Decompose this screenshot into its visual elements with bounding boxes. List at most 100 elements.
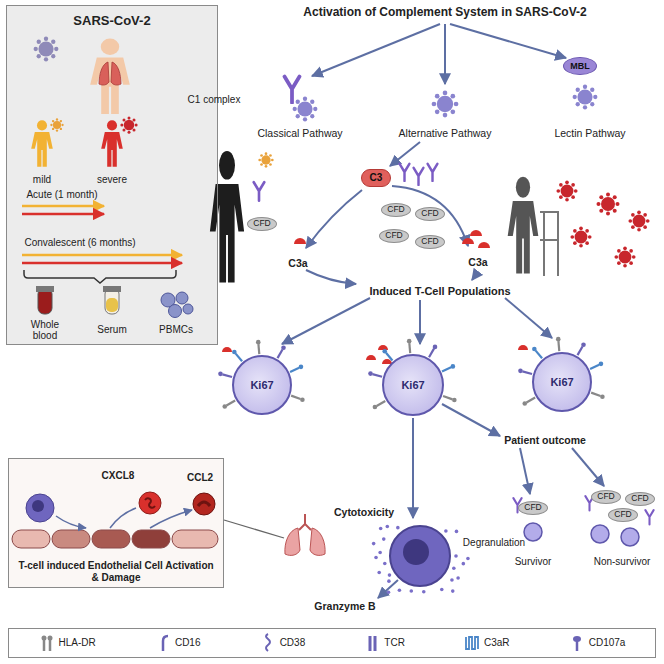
node-text: CFD xyxy=(631,494,648,504)
antibodies xyxy=(400,164,438,185)
text-label: Alternative Pathway xyxy=(399,127,492,139)
text-label: CCL2 xyxy=(187,472,213,484)
receptor xyxy=(257,344,260,354)
virus xyxy=(432,91,459,118)
receptor xyxy=(386,353,392,361)
receptor xyxy=(372,374,382,377)
legend-text: CD107a xyxy=(589,637,626,649)
text-label: Serum xyxy=(97,324,126,336)
mbl-node: MBL xyxy=(563,57,597,75)
granule xyxy=(451,589,455,593)
text-label: Cytotoxicity xyxy=(334,506,394,518)
granule xyxy=(454,554,458,558)
receptor xyxy=(291,396,300,399)
text-label: C1 complex xyxy=(188,94,241,106)
severe-patient xyxy=(101,120,123,166)
spacer xyxy=(22,206,104,214)
legend-item: TCR xyxy=(364,633,405,653)
oval-node: CFD xyxy=(379,229,408,243)
virus-icon xyxy=(50,118,63,131)
inset-ground xyxy=(8,458,224,588)
panel-ground xyxy=(6,5,218,345)
granule xyxy=(377,571,381,575)
receptor-head xyxy=(382,349,387,354)
mild-patient-silhouette xyxy=(210,151,244,283)
receptor xyxy=(429,349,434,358)
legend-symbol xyxy=(364,633,380,653)
tube-cap xyxy=(103,286,121,292)
receptor-head xyxy=(600,394,605,399)
convalescent-arrow-mild xyxy=(22,254,182,257)
granule xyxy=(396,526,400,530)
legend-item: CD16 xyxy=(155,633,201,653)
granule xyxy=(450,578,454,582)
text-label: Induced T-Cell Populations xyxy=(369,285,510,298)
receptor xyxy=(526,398,535,403)
t-cell: Ki67 xyxy=(232,355,292,415)
granule xyxy=(386,525,390,529)
node-text: CFD xyxy=(421,237,438,247)
leader-line xyxy=(224,520,284,538)
receptor-head xyxy=(433,345,438,350)
text-label: Patient outcome xyxy=(504,434,586,446)
text-label: Classical Pathway xyxy=(257,127,342,139)
legend-item: CD38 xyxy=(260,633,306,653)
legend-symbol xyxy=(39,633,55,653)
granule xyxy=(379,527,383,531)
receptor-head xyxy=(451,364,456,369)
cytotoxic-t-cell xyxy=(390,526,450,586)
receptor-head xyxy=(452,398,457,403)
granule xyxy=(462,562,466,566)
receptor xyxy=(290,368,299,372)
legend-symbol xyxy=(569,633,585,653)
antibody xyxy=(254,182,265,200)
legend-text: C3aR xyxy=(484,637,510,649)
receptor xyxy=(591,393,600,396)
receptor-head xyxy=(518,369,523,374)
granule xyxy=(387,590,391,594)
receptor-head xyxy=(256,340,261,345)
node-text: C3 xyxy=(370,172,383,184)
granule xyxy=(409,589,413,593)
granule xyxy=(444,529,448,533)
t-cell xyxy=(26,494,54,522)
nucleus xyxy=(32,500,44,512)
text-label: mild xyxy=(33,174,51,186)
endothelium xyxy=(12,530,218,548)
legend-text: HLA-DR xyxy=(59,637,96,649)
trachea xyxy=(299,514,311,530)
nucleus xyxy=(198,502,210,506)
receptor-head xyxy=(222,404,227,409)
receptor xyxy=(226,401,235,406)
nucleus xyxy=(145,498,155,507)
legend-box: HLA-DR CD16 CD38 TCR C3aR CD107a xyxy=(8,628,656,658)
text-label: Lectin Pathway xyxy=(554,127,625,139)
oval-node: CFD xyxy=(381,203,410,217)
oval-node: CFD xyxy=(625,492,654,506)
c3-cleavage-arrows xyxy=(282,186,604,598)
c3a-fragments xyxy=(222,230,528,364)
granule xyxy=(456,576,460,580)
t-cell: Ki67 xyxy=(532,352,592,412)
oval-node: CFD xyxy=(518,501,547,515)
receptor-head xyxy=(599,362,604,367)
node-text: CFD xyxy=(387,205,404,215)
receptor xyxy=(442,367,451,371)
receptor-head xyxy=(281,345,286,350)
node-text: SARS-CoV-2 xyxy=(73,14,150,29)
text-label: Degranulation xyxy=(463,537,525,549)
virus xyxy=(573,85,598,110)
granule xyxy=(398,588,402,592)
text-label: Whole blood xyxy=(25,319,65,342)
lungs xyxy=(285,528,325,555)
receptor xyxy=(278,349,283,358)
oval-node: CFD xyxy=(415,235,444,249)
lungs-icon xyxy=(99,62,121,85)
node-text: CFD xyxy=(597,492,614,502)
receptor-head xyxy=(522,401,527,406)
text-label: PBMCs xyxy=(159,324,193,336)
text-label: Survivor xyxy=(515,556,552,568)
receptor-head xyxy=(299,365,304,370)
receptor xyxy=(377,401,386,406)
granule xyxy=(388,573,392,577)
